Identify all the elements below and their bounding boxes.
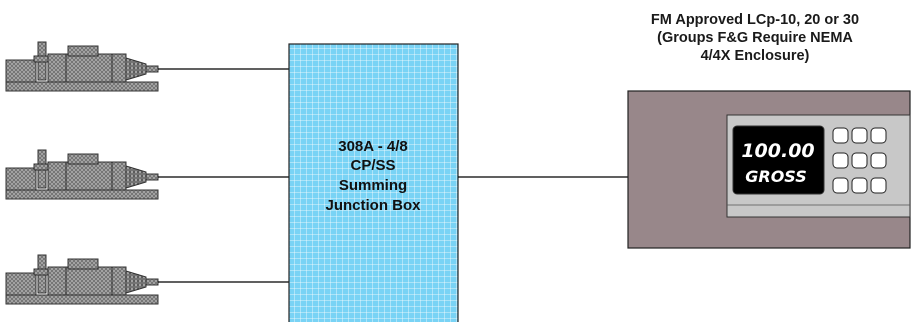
key-6 xyxy=(870,152,887,169)
key-2 xyxy=(851,127,868,144)
junction-box-line-2: CP/SS xyxy=(350,157,395,174)
key-3 xyxy=(870,127,887,144)
key-8 xyxy=(851,177,868,194)
key-9 xyxy=(870,177,887,194)
key-4 xyxy=(832,152,849,169)
load-cell-3 xyxy=(5,254,159,305)
indicator-caption-line-2: (Groups F&G Require NEMA xyxy=(657,30,853,46)
junction-box-line-1: 308A - 4/8 xyxy=(338,138,408,155)
load-cell-1 xyxy=(5,41,159,92)
display-value: 100.00 xyxy=(741,140,814,162)
key-5 xyxy=(851,152,868,169)
indicator-caption-line-3: 4/4X Enclosure) xyxy=(701,48,810,64)
junction-box-line-4: Junction Box xyxy=(325,197,421,214)
key-7 xyxy=(832,177,849,194)
display-mode: GROSS xyxy=(745,167,807,186)
indicator-display xyxy=(732,125,825,195)
junction-box xyxy=(288,43,459,322)
junction-box-line-3: Summing xyxy=(339,177,407,194)
load-cell-2 xyxy=(5,149,159,200)
indicator-keypad xyxy=(832,127,887,194)
indicator-caption-line-1: FM Approved LCp-10, 20 or 30 xyxy=(651,12,859,28)
key-1 xyxy=(832,127,849,144)
